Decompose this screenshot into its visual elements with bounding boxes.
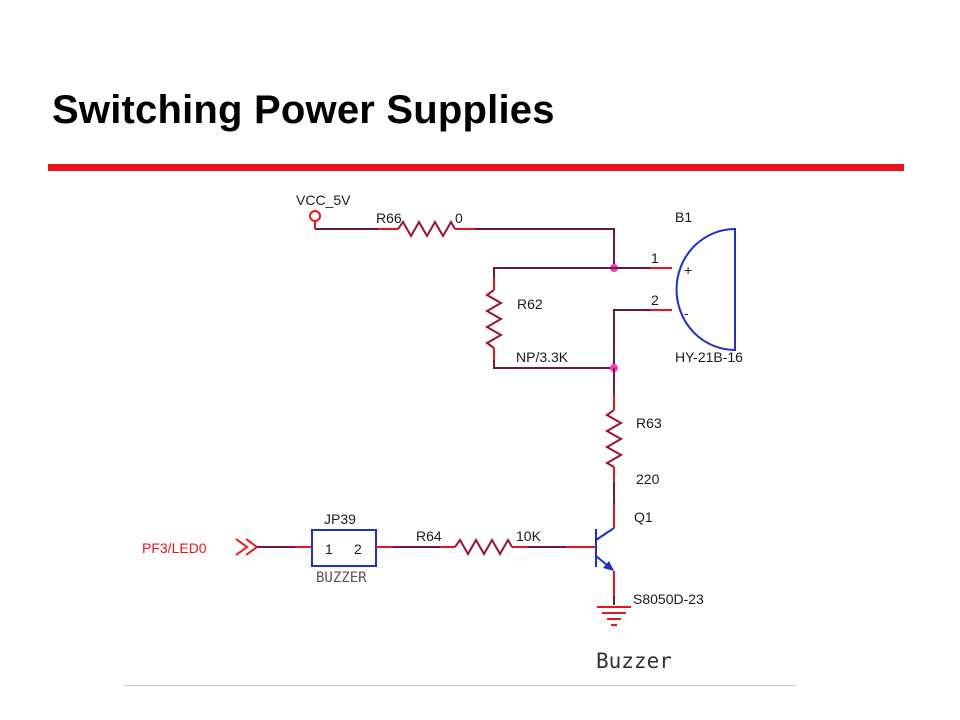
schematic-caption: Buzzer (596, 649, 672, 673)
wire-r62-bottom (493, 360, 614, 369)
vcc-power-symbol (309, 210, 321, 222)
jp39-pin2-number: 2 (354, 541, 362, 557)
wire-r66-to-node (475, 228, 615, 268)
ground-symbol (597, 606, 631, 626)
r63-ref-label: R63 (636, 415, 662, 431)
title-underline (48, 164, 904, 171)
buzzer-ref-label: B1 (675, 209, 692, 225)
q1-part-label: S8050D-23 (633, 591, 704, 607)
resistor-r66 (397, 219, 456, 239)
buzzer-b1-symbol (675, 227, 736, 352)
r66-value-label: 0 (455, 210, 463, 226)
r64-ref-label: R64 (416, 528, 442, 544)
q1-ref-label: Q1 (634, 509, 653, 525)
r62-value-label: NP/3.3K (516, 349, 569, 365)
buzzer-part-label: HY-21B-16 (675, 349, 743, 365)
r64-value-label: 10K (516, 528, 542, 544)
r63-value-label: 220 (636, 471, 660, 487)
vcc-net-label: VCC_5V (296, 192, 351, 208)
resistor-r64 (454, 537, 513, 557)
r66-ref-label: R66 (376, 210, 402, 226)
q1-collector-leg (595, 527, 615, 541)
buzzer-pin2-number: 2 (651, 292, 659, 308)
jp39-ref-label: JP39 (324, 511, 356, 527)
resistor-r62 (484, 289, 504, 349)
r62-ref-label: R62 (517, 296, 543, 312)
slide-title: Switching Power Supplies (52, 88, 555, 132)
wire-r62-top (493, 267, 614, 278)
input-port-chevron-icon (235, 538, 259, 556)
wire-buzzer-pin2 (613, 309, 650, 368)
buzzer-plus-label: + (684, 262, 692, 278)
buzzer-pin1-number: 1 (651, 250, 659, 266)
bottom-divider (124, 685, 796, 686)
buzzer-minus-label: - (684, 305, 689, 321)
jumper-jp39-body (311, 529, 377, 567)
resistor-r63 (604, 409, 624, 468)
input-net-label: PF3/LED0 (142, 540, 207, 556)
q1-emitter-arrow (603, 561, 614, 571)
jp39-pin1-number: 1 (325, 541, 333, 557)
jp39-description-label: BUZZER (316, 570, 367, 586)
